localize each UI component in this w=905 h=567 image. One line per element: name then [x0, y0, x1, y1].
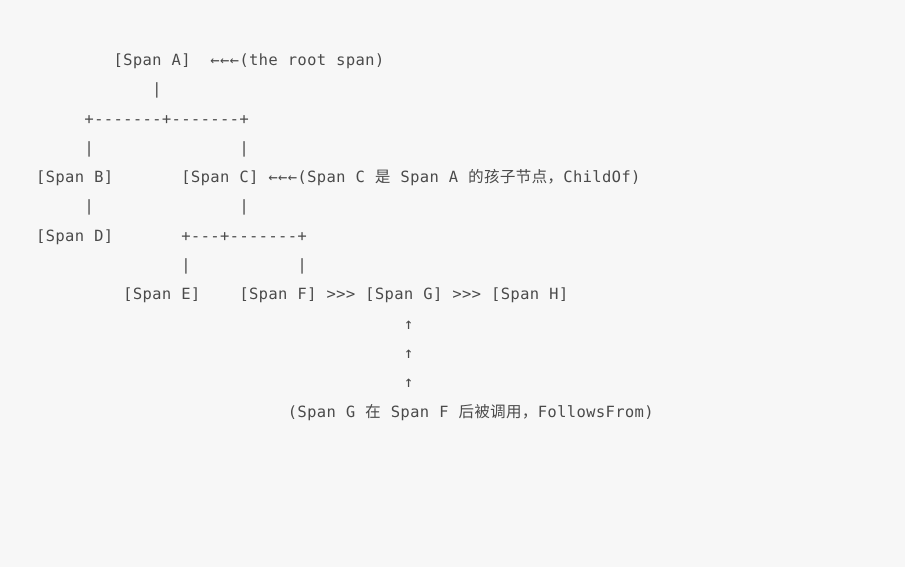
diagram-line-span-d-branch: [Span D] +---+-------+ — [36, 226, 308, 245]
diagram-line-up-arrow-2: ↑ — [36, 343, 414, 362]
diagram-line-connector-2: | | — [36, 138, 249, 157]
diagram-line-up-arrow-3: ↑ — [36, 373, 414, 392]
diagram-line-span-b-c: [Span B] [Span C] ←←←(Span C 是 Span A 的孩… — [36, 168, 641, 187]
diagram-line-span-a: [Span A] ←←←(the root span) — [36, 51, 385, 69]
diagram-line-branch-1: +-------+-------+ — [36, 109, 249, 128]
diagram-line-connector-3: | | — [36, 197, 249, 216]
diagram-line-connector-1: | — [36, 80, 162, 99]
diagram-line-follows-from-note: (Span G 在 Span F 后被调用，FollowsFrom) — [36, 402, 654, 421]
ascii-span-tree-diagram: [Span A] ←←←(the root span) | +-------+-… — [36, 46, 654, 427]
diagram-line-up-arrow-1: ↑ — [36, 314, 414, 333]
diagram-line-span-e-f-g-h: [Span E] [Span F] >>> [Span G] >>> [Span… — [36, 285, 569, 304]
diagram-line-connector-4: | | — [36, 256, 308, 275]
